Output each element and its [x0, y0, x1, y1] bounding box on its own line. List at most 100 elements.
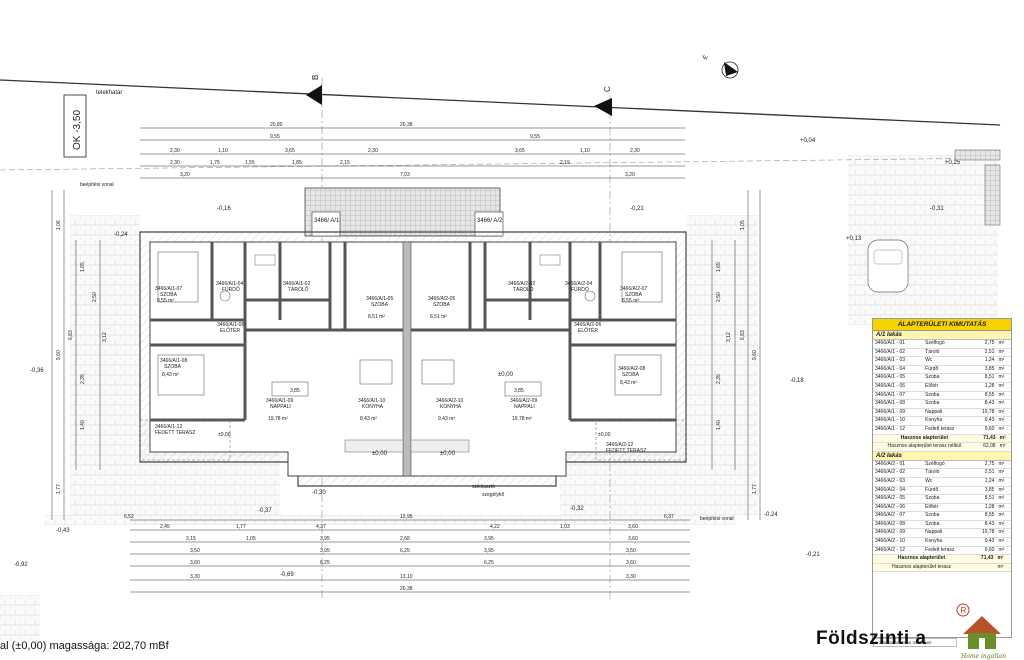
- dim-bottom: 4,22: [490, 524, 500, 530]
- cell-name: Szélfogó: [923, 340, 973, 349]
- cell-name: Konyha: [923, 416, 973, 426]
- dim-right: 1,40: [716, 420, 722, 430]
- curb-label: szegélykő: [482, 492, 504, 498]
- dim-top-inner: 1,10: [218, 148, 228, 154]
- level-marker: -0,32: [570, 506, 584, 512]
- parking-zone: 3466/ A/1 3466/ A/2: [304, 187, 504, 237]
- sum-unit: m²: [997, 442, 1011, 452]
- cell-area: 2,51: [972, 348, 997, 358]
- table-row: Hasznos alapterület 71,43 m²: [873, 434, 1011, 444]
- cell-name: Fürdő: [923, 486, 973, 496]
- dimension-side: [51, 190, 761, 520]
- logo-text: Home ingatlan: [960, 653, 1006, 660]
- level-marker: ±0,00: [372, 451, 388, 457]
- dim-right: 3,12: [726, 332, 732, 342]
- parking-a-label: 3466/ A/1: [314, 218, 340, 224]
- room-code: 3466/A/2-07: [620, 286, 647, 292]
- cell-area: 8,51: [972, 494, 997, 504]
- cell-name: Szoba: [923, 520, 973, 530]
- dim-right: 2,35: [716, 374, 722, 384]
- room-code: 3466/A/2-02: [508, 281, 535, 287]
- dim-bottom: 2,68: [400, 536, 410, 542]
- dim-bottom: 3,60: [628, 524, 638, 530]
- dim-bottom: 2,45: [160, 524, 170, 530]
- cell-name: Szoba: [923, 511, 973, 521]
- cell-name: Fedett terasz: [923, 425, 973, 435]
- room-area: 9,43 m²: [438, 416, 455, 422]
- room-name: KONYHA: [440, 404, 462, 410]
- level-marker: -0,43: [56, 528, 70, 534]
- cell-code: 3466/A/1 - 04: [873, 365, 924, 375]
- level-marker: -0,92: [14, 562, 28, 568]
- sum-unit: m²: [995, 563, 1011, 573]
- dim-left: 1,65: [80, 262, 86, 272]
- cell-name: Tároló: [923, 348, 973, 358]
- dim-top-inner: 2,30: [368, 148, 378, 154]
- cell-code: 3466/A/2 - 10: [873, 537, 924, 547]
- room-name: SZOBA: [160, 292, 178, 298]
- room-name: FÜRDŐ: [571, 286, 589, 293]
- dim-bottom-right: 6,37: [664, 514, 674, 520]
- cell-name: Előtér: [923, 382, 973, 392]
- section-c-label: C: [603, 86, 612, 92]
- cell-unit: m²: [996, 416, 1011, 426]
- room-name: ELŐTÉR: [578, 327, 598, 334]
- level-note: al (±0,00) magassága: 202,70 mBf: [0, 640, 169, 652]
- cell-unit: m²: [996, 494, 1011, 504]
- room-name: SZOBA: [371, 302, 389, 308]
- building-line-label: beépítési vonal: [80, 182, 114, 188]
- room-code: 3466/A/2-10: [436, 398, 463, 404]
- cell-unit: m²: [996, 425, 1011, 435]
- dim-right: 1,65: [716, 262, 722, 272]
- property-boundary: telekhatár beépítési vonal beépítési von…: [0, 79, 1001, 522]
- room-code: 3466/A/2-04: [565, 281, 592, 287]
- cell-unit: m²: [996, 503, 1011, 513]
- room-name: SZOBA: [625, 292, 643, 298]
- room-name: NAPPALI: [514, 404, 535, 410]
- cell-name: Wc: [923, 356, 973, 366]
- ok-level-label: OK -3,50: [72, 110, 83, 150]
- cell-unit: m²: [996, 528, 1011, 539]
- dim-bottom: 3,60: [628, 536, 638, 542]
- room-code: 3466/A/1-05: [366, 296, 393, 302]
- dim-bottom: 3,30: [190, 574, 200, 580]
- dim-left: 1,77: [56, 484, 62, 494]
- dim-top-inner: 2,30: [170, 148, 180, 154]
- cell-unit: m²: [996, 399, 1011, 409]
- cell-area: 1,24: [972, 356, 997, 366]
- room-area: 19,78 m²: [268, 416, 288, 422]
- cell-unit: m²: [996, 391, 1011, 401]
- cell-code: 3466/A/1 - 03: [873, 356, 924, 366]
- cell-code: 3466/A/2 - 01: [873, 460, 924, 470]
- level-marker: -0,18: [790, 378, 804, 384]
- dim-top-inner2: 1,55: [245, 160, 255, 166]
- dim-bottom: 6,25: [484, 560, 494, 566]
- dim-bottom: 1,77: [236, 524, 246, 530]
- dimension-bottom-text: 12,95 6,52 6,37 2,45 1,77 4,37 4,22 1,03…: [124, 514, 674, 592]
- sum-unit: m²: [997, 434, 1011, 444]
- level-marker: -0,24: [764, 512, 778, 518]
- dim-top-inner: 3,65: [285, 148, 295, 154]
- cell-code: 3466/A/2 - 08: [873, 520, 924, 530]
- room-code: 3466/A/2-06: [574, 322, 601, 328]
- area-summary-table: ALAPTERÜLETI KIMUTATÁS A/1 lakás 3466/A/…: [872, 318, 1012, 638]
- cell-area: 8,55: [972, 511, 997, 521]
- dim-top-right-outer: 3,20: [625, 172, 635, 178]
- cell-name: Előtér: [923, 503, 973, 513]
- cell-code: 3466/A/1 - 05: [873, 373, 924, 383]
- dim-bottom: 3,50: [626, 548, 636, 554]
- level-marker: -0,37: [258, 508, 272, 514]
- room-area: 8,43 m²: [620, 380, 637, 386]
- cell-unit: m²: [996, 373, 1011, 383]
- north-arrow: É: [702, 54, 739, 79]
- room-code: 3466/A/1-02: [283, 281, 310, 287]
- dim-bottom: 3,15: [186, 536, 196, 542]
- dim-top-left-outer: 3,20: [180, 172, 190, 178]
- cell-name: Szoba: [923, 399, 973, 409]
- dim-left: 6,83: [68, 330, 74, 340]
